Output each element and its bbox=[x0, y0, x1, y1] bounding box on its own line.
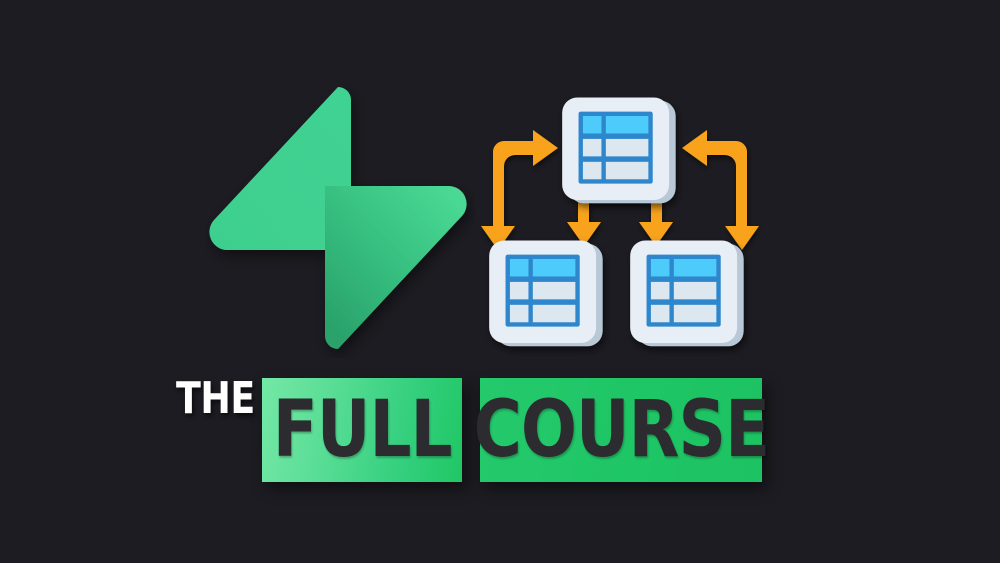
diagram-svg bbox=[481, 97, 759, 347]
logo-triangle-lower bbox=[325, 186, 467, 349]
child-table-right-icon bbox=[630, 240, 744, 347]
title-chip-full: FULL bbox=[262, 378, 462, 482]
arrow-right-elbow bbox=[682, 130, 759, 250]
child-table-left-icon bbox=[489, 240, 603, 347]
logo-bolt-shape bbox=[209, 87, 467, 349]
title-word-course: COURSE bbox=[473, 385, 770, 475]
title-word-full: FULL bbox=[272, 385, 453, 475]
supabase-logo-svg bbox=[209, 87, 467, 349]
parent-table-icon bbox=[562, 97, 676, 204]
arrow-center-fork bbox=[567, 191, 673, 246]
arrow-left-elbow bbox=[481, 130, 558, 250]
course-title: THE FULL COURSE bbox=[0, 370, 1000, 495]
title-chip-course: COURSE bbox=[473, 378, 770, 482]
supabase-logo bbox=[205, 78, 475, 358]
title-word-the: THE bbox=[176, 373, 255, 424]
logo-triangle-upper bbox=[209, 87, 351, 250]
database-relationship-diagram bbox=[470, 80, 770, 360]
